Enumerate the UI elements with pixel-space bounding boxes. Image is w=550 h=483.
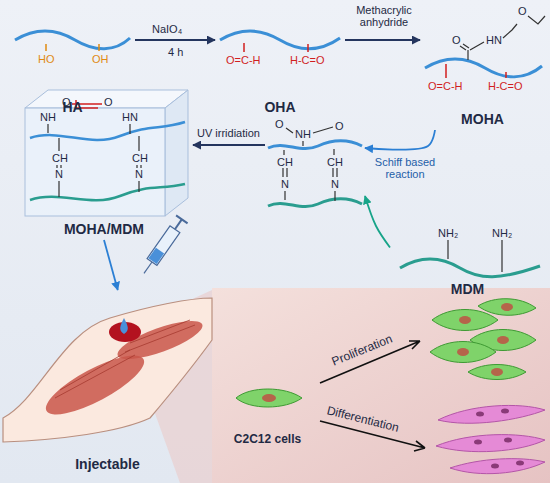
chem-group-label: O [452,34,461,46]
reaction-arrow [193,144,265,146]
structure-node: C2C12 cells [220,378,315,450]
process-label: Proliferation [330,332,394,367]
gel-side [165,90,188,216]
chem-group-label: NH₂ [492,227,512,239]
myotube-nuclei [474,409,524,469]
structure-node: MOHA/MDM [15,88,193,240]
gel-top [25,90,188,108]
node-label: OHA [264,99,295,115]
mdm-bonds [448,240,502,272]
node-label: O [275,118,284,131]
ha-bonds [46,44,99,51]
process-label: Differentiation [326,404,401,434]
leg-skin [3,298,212,442]
chem-group-label: N [135,168,143,180]
node-label: NH [295,128,311,141]
reaction-arrow [365,130,435,150]
chem-group-label: H-C=O [290,54,325,66]
mdm-chain [400,259,540,277]
moha-bonds [446,64,506,78]
chem-group-label: NH₂ [438,227,458,239]
methacrylate-group [460,16,545,60]
syringe [138,215,187,277]
gel-chain-blue [30,122,185,140]
node-label: O [335,120,344,133]
reaction-label: Methacrylic anhydride [350,4,418,28]
structure-node: OHA [215,18,345,118]
reaction-arrow [345,39,420,41]
structure-node: MOHA [420,5,545,130]
c2c12-cell [236,389,302,407]
myotubes [436,405,545,473]
node-label: CH [277,156,293,169]
reaction-arrow [135,39,215,41]
chem-group-label: HO [38,53,55,65]
node-label: N [281,178,289,191]
nuclei [457,303,513,376]
reaction-label: NaIO₄ [152,23,182,35]
reaction-arrow [365,196,390,248]
inter-chain-bottom [268,199,362,207]
chem-group-label: N [55,168,63,180]
chem-group-label: O [518,5,527,17]
ha-chain [15,31,130,49]
chem-group-label: H-C=O [488,80,523,92]
chem-group-label: CH [52,152,68,164]
chem-group-label: HN [486,34,502,46]
gel-drop [120,318,128,334]
node-label: C2C12 cells [234,433,301,447]
oha-chain [220,31,340,49]
reaction-label: Schiff based reaction [370,156,440,180]
node-label: MOHA/MDM [64,221,144,237]
structure-node: Injectable [5,290,210,475]
node-label: MOHA [461,111,504,127]
cell-panel [212,288,550,483]
structure-node: HA [10,18,135,118]
moha-chain [425,59,542,77]
gel-bonds [48,124,141,197]
structure-node: O NH O CH N CH N [265,118,365,218]
chem-group-label: O [104,96,113,108]
reaction-label: UV irridiation [197,127,260,139]
chem-group-label: 4 h [168,46,183,58]
gel-chain-teal [30,184,185,200]
chem-group-label: CH [132,152,148,164]
chem-group-label: NH [40,111,56,123]
chem-group-label: O [62,96,71,108]
proliferated-cells [430,299,536,380]
structure-node: MDM [390,225,545,300]
chem-group-label: OH [92,53,109,65]
chem-group-label: HN [122,111,138,123]
inter-chain-top [268,141,362,149]
node-label: CH [327,156,343,169]
chem-group-label: O=C-H [226,54,261,66]
node-label: Injectable [75,456,140,472]
chem-group-label: O=C-H [428,80,463,92]
reaction-arrow [104,240,118,290]
node-label: N [331,178,339,191]
oha-bonds [244,43,308,52]
node-label: MDM [451,281,484,297]
